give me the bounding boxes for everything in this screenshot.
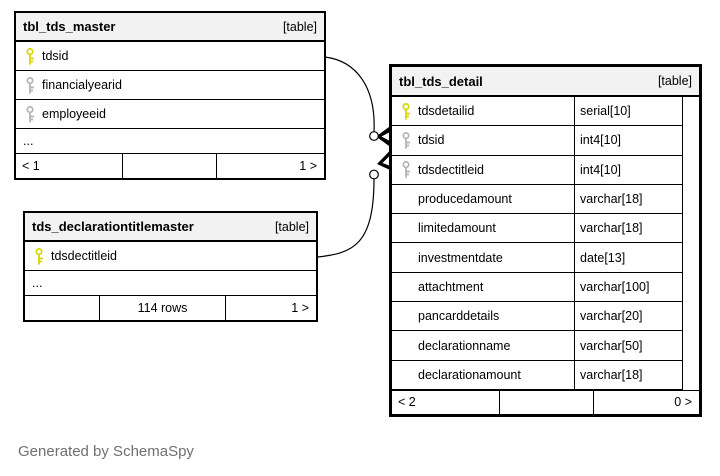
column-name: employeeid bbox=[42, 107, 106, 121]
degree-left bbox=[25, 296, 100, 320]
row-count bbox=[123, 154, 217, 178]
table-type-badge: [table] bbox=[657, 74, 692, 88]
table-footer: 114 rows 1 > bbox=[25, 296, 316, 320]
column-name: attachtment bbox=[418, 279, 484, 294]
degree-right: 1 > bbox=[299, 159, 317, 173]
column-type: varchar[20] bbox=[575, 302, 683, 332]
primary-key-icon bbox=[25, 47, 35, 65]
table-footer: < 1 1 > bbox=[16, 154, 324, 178]
degree-left: < 2 bbox=[392, 390, 500, 414]
column-type: serial[10] bbox=[575, 97, 683, 127]
table-node-tbl-tds-master[interactable]: tbl_tds_master [table] tdsid financialye… bbox=[14, 11, 326, 180]
spacer-cell bbox=[683, 185, 699, 214]
spacer-cell bbox=[683, 126, 699, 155]
column-name: limitedamount bbox=[418, 221, 496, 236]
column-name: declarationname bbox=[418, 338, 511, 353]
spacer-cell bbox=[683, 302, 699, 331]
column-name: financialyearid bbox=[42, 78, 122, 92]
table-node-tbl-tds-detail[interactable]: tbl_tds_detail [table] tdsdetailid seria… bbox=[389, 64, 702, 417]
spacer-cell bbox=[683, 214, 699, 243]
ellipsis-row: ... bbox=[16, 129, 324, 154]
column-name: tdsid bbox=[42, 49, 69, 63]
table-node-tds-declarationtitlemaster[interactable]: tds_declarationtitlemaster [table] tdsde… bbox=[23, 211, 318, 322]
table-name: tds_declarationtitlemaster bbox=[32, 219, 194, 234]
column-row: employeeid bbox=[16, 100, 324, 129]
foreign-key-icon bbox=[25, 105, 35, 123]
column-type: varchar[18] bbox=[575, 184, 683, 215]
generated-by-note: Generated by SchemaSpy bbox=[18, 443, 194, 460]
column-row: attachtment varchar[100] bbox=[392, 272, 699, 303]
column-type: int4[10] bbox=[575, 126, 683, 156]
table-header: tbl_tds_detail [table] bbox=[392, 67, 699, 97]
foreign-key-icon bbox=[401, 161, 411, 178]
column-type: date[13] bbox=[575, 243, 683, 273]
table-name: tbl_tds_detail bbox=[399, 73, 483, 89]
column-type: varchar[50] bbox=[575, 331, 683, 361]
column-name: declarationamount bbox=[418, 367, 521, 382]
degree-right: 0 > bbox=[674, 395, 692, 410]
column-row: tdsdetailid serial[10] bbox=[392, 97, 699, 127]
fk-connector-tdsdectitleid bbox=[317, 151, 389, 258]
spacer-cell bbox=[683, 331, 699, 360]
column-type: varchar[18] bbox=[575, 360, 683, 390]
column-name: investmentdate bbox=[418, 250, 503, 265]
primary-key-icon bbox=[34, 247, 44, 265]
column-type: int4[10] bbox=[575, 155, 683, 185]
table-type-badge: [table] bbox=[282, 19, 317, 34]
spacer-cell bbox=[683, 156, 699, 185]
column-type: varchar[18] bbox=[575, 214, 683, 244]
column-row: declarationamount varchar[18] bbox=[392, 360, 699, 390]
column-row: limitedamount varchar[18] bbox=[392, 214, 699, 244]
column-row: tdsid bbox=[16, 42, 324, 71]
column-row: investmentdate date[13] bbox=[392, 243, 699, 273]
column-row: declarationname varchar[50] bbox=[392, 331, 699, 361]
column-row: producedamount varchar[18] bbox=[392, 184, 699, 215]
degree-left: < 1 bbox=[16, 154, 123, 178]
table-header: tds_declarationtitlemaster [table] bbox=[25, 213, 316, 242]
degree-right: 1 > bbox=[291, 301, 309, 315]
column-name: producedamount bbox=[418, 192, 512, 207]
table-header: tbl_tds_master [table] bbox=[16, 13, 324, 42]
table-type-badge: [table] bbox=[274, 219, 309, 234]
spacer-cell bbox=[683, 97, 699, 126]
column-row: financialyearid bbox=[16, 71, 324, 100]
column-name: tdsid bbox=[418, 133, 445, 148]
foreign-key-icon bbox=[25, 76, 35, 94]
foreign-key-icon bbox=[401, 131, 411, 149]
column-name: tdsdetailid bbox=[418, 104, 475, 119]
column-row: tdsid int4[10] bbox=[392, 126, 699, 156]
table-footer: < 2 0 > bbox=[392, 389, 699, 414]
column-name: tdsdectitleid bbox=[418, 162, 485, 177]
row-count: 114 rows bbox=[100, 296, 226, 320]
column-row: tdsdectitleid bbox=[25, 242, 316, 271]
ellipsis-row: ... bbox=[25, 271, 316, 296]
fk-connector-tdsid bbox=[324, 56, 389, 146]
column-name: tdsdectitleid bbox=[51, 249, 118, 263]
column-type: varchar[100] bbox=[575, 272, 683, 303]
primary-key-icon bbox=[401, 102, 411, 120]
table-name: tbl_tds_master bbox=[23, 19, 116, 34]
spacer-cell bbox=[683, 243, 699, 272]
row-count bbox=[500, 390, 594, 414]
column-row: pancarddetails varchar[20] bbox=[392, 302, 699, 332]
spacer-cell bbox=[683, 273, 699, 302]
column-name: pancarddetails bbox=[418, 309, 500, 324]
spacer-cell bbox=[683, 361, 699, 390]
column-row: tdsdectitleid int4[10] bbox=[392, 155, 699, 185]
